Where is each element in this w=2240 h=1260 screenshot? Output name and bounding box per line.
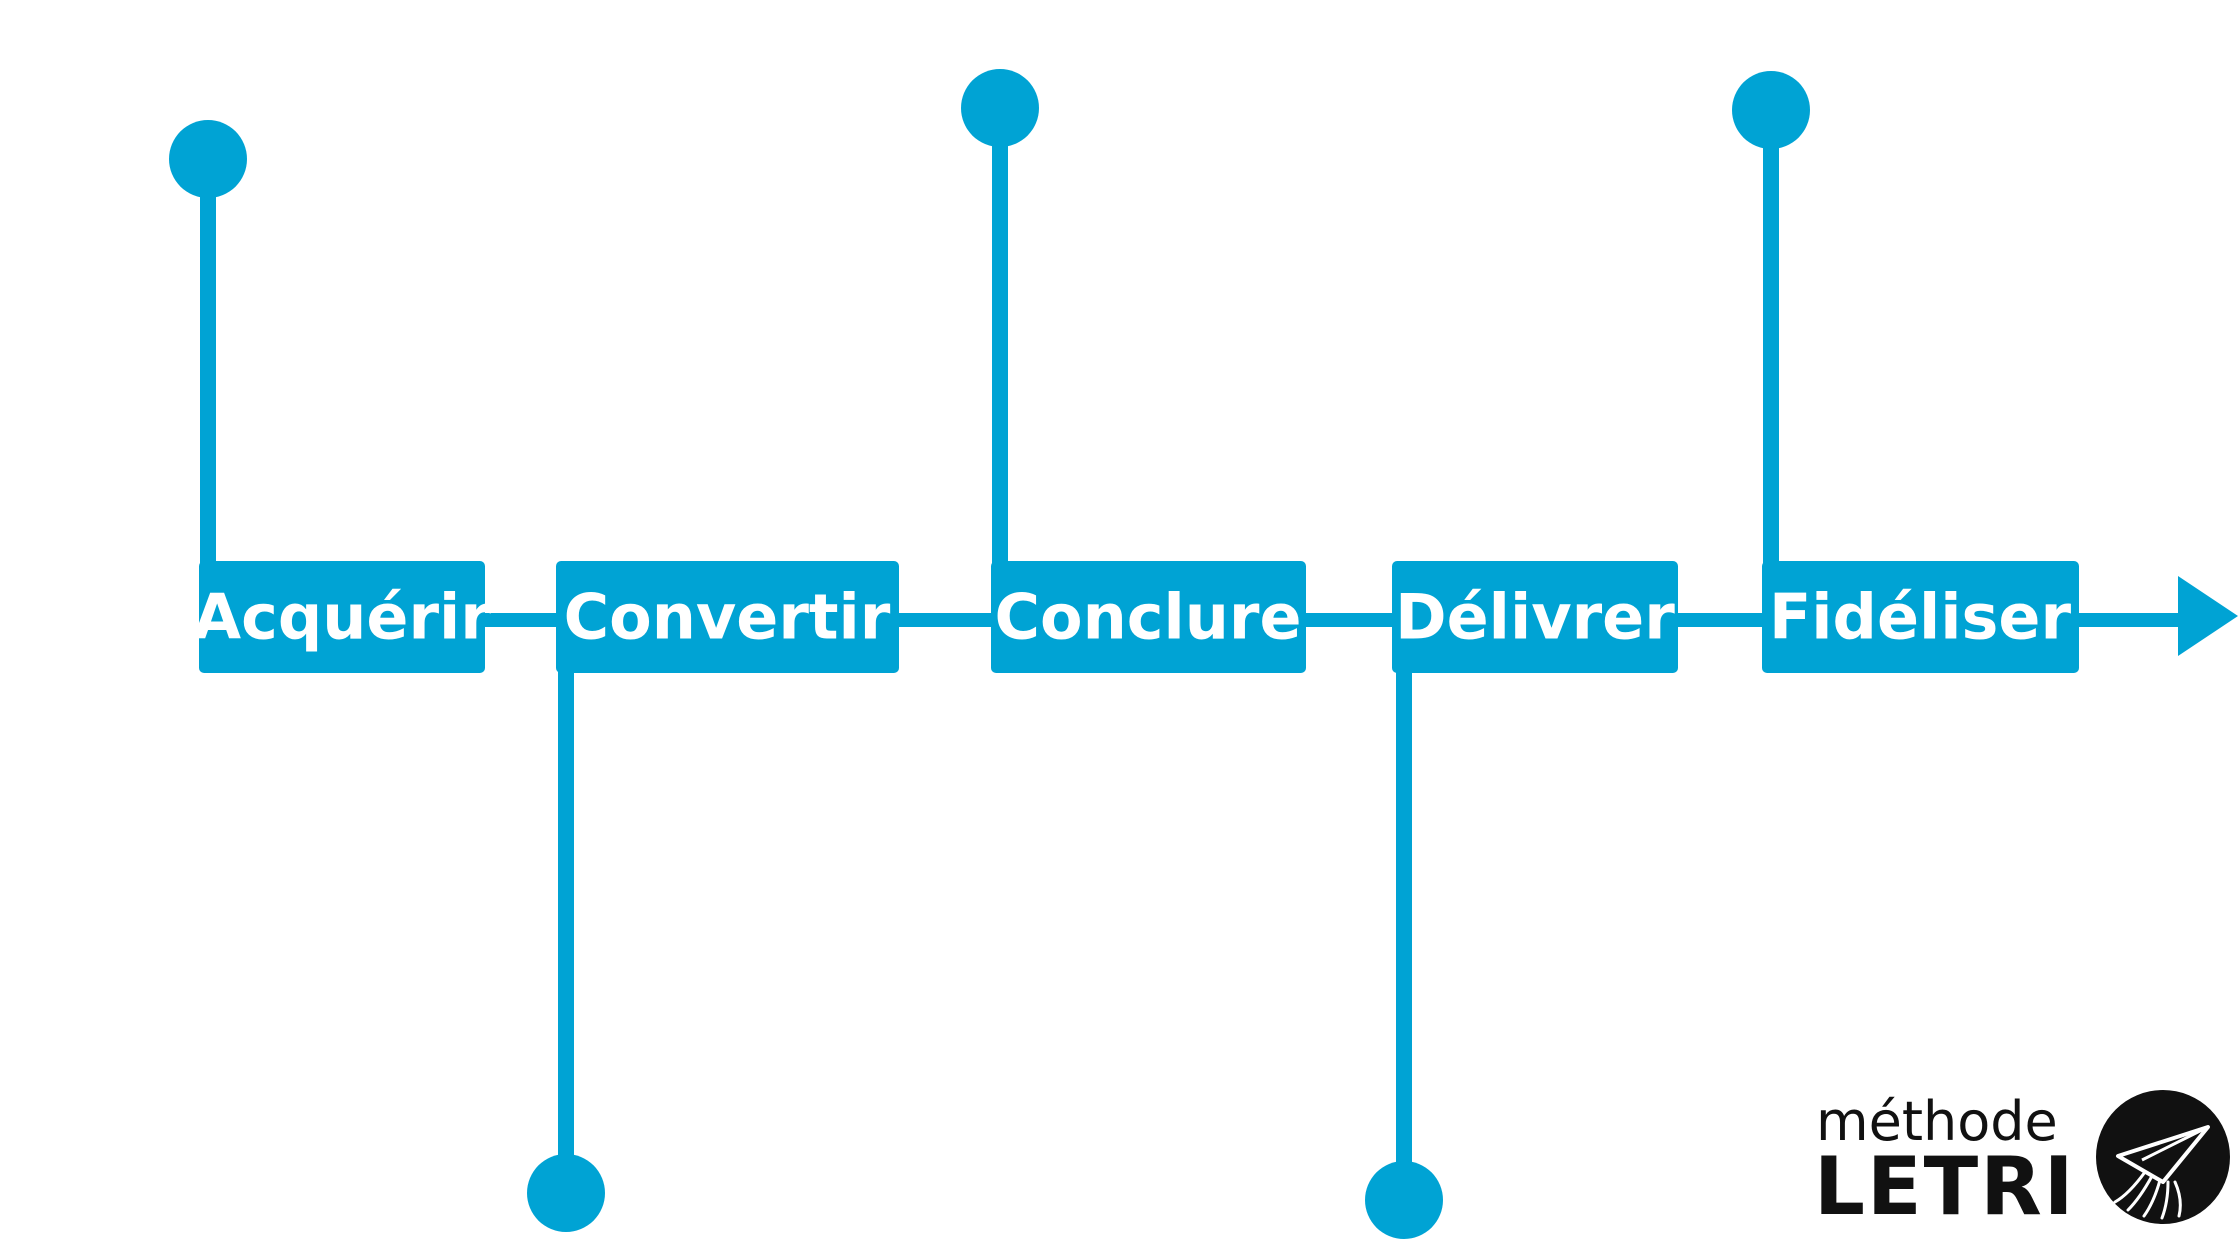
paper-plane-icon [2096, 1090, 2230, 1224]
stage-box [991, 561, 1306, 673]
stage-box [1762, 561, 2079, 673]
stage-label: Délivrer [1395, 581, 1675, 654]
stage-node-dot [961, 69, 1039, 147]
stage-node-dot [527, 1154, 605, 1232]
stage-label: Conclure [994, 581, 1301, 654]
stage-node-dot [1732, 71, 1810, 149]
stage-node-dot [1365, 1161, 1443, 1239]
stage-convertir: Convertir [527, 561, 899, 1232]
stage-box [1392, 561, 1678, 673]
stage-conclure: Conclure [961, 69, 1306, 673]
stage-label: Convertir [564, 581, 891, 654]
stage-acquerir: Acquérir [169, 120, 491, 673]
stage-box [199, 561, 485, 673]
arrow-right-icon [2178, 576, 2238, 656]
logo-word-letri: LETRI [1814, 1140, 2076, 1233]
methode-letri-logo: méthode LETRI [1814, 1090, 2230, 1233]
stage-delivrer: Délivrer [1365, 561, 1678, 1239]
logo-word-methode: méthode [1816, 1090, 2058, 1153]
stage-label: Fidéliser [1769, 581, 2071, 654]
stage-label: Acquérir [193, 581, 491, 654]
stage-node-dot [169, 120, 247, 198]
stage-fideliser: Fidéliser [1732, 71, 2079, 673]
stage-box [556, 561, 899, 673]
